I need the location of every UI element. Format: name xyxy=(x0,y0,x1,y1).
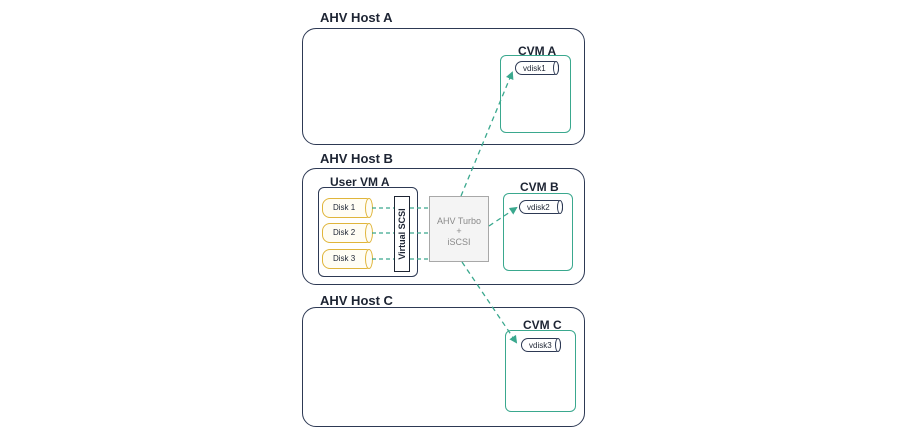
ahv-turbo-line2: + xyxy=(456,226,462,236)
vdisk3: vdisk3 xyxy=(521,338,561,352)
cvm-a-title: CVM A xyxy=(518,44,557,58)
disk-3-label: Disk 3 xyxy=(333,254,356,263)
virtual-scsi-controller: Virtual SCSI xyxy=(394,196,410,272)
cvm-b-box xyxy=(503,193,573,271)
cvm-c-box xyxy=(505,330,576,412)
cvm-a-box xyxy=(500,55,571,133)
host-b-title: AHV Host B xyxy=(320,151,393,166)
cvm-c-title: CVM C xyxy=(523,318,562,332)
vdisk1: vdisk1 xyxy=(515,61,559,75)
disk-2-label: Disk 2 xyxy=(333,228,356,237)
disk-3: Disk 3 xyxy=(322,248,373,269)
ahv-turbo-line1: AHV Turbo xyxy=(436,216,482,226)
ahv-turbo-box: AHV Turbo + iSCSI xyxy=(429,196,489,262)
disk-1: Disk 1 xyxy=(322,197,373,218)
turbo-to-vdisk3-arrow xyxy=(461,261,518,344)
turbo-to-vdisk1-arrow xyxy=(460,71,514,197)
vdisk1-label: vdisk1 xyxy=(523,64,546,73)
disk-2: Disk 2 xyxy=(322,222,373,243)
host-c-box xyxy=(302,307,585,427)
vdisk2: vdisk2 xyxy=(519,200,563,214)
turbo-to-vdisk2-arrow xyxy=(488,206,518,227)
disk-1-label: Disk 1 xyxy=(333,203,356,212)
host-a-title: AHV Host A xyxy=(320,10,393,25)
ahv-turbo-line3: iSCSI xyxy=(447,237,471,247)
host-c-title: AHV Host C xyxy=(320,293,393,308)
vdisk2-label: vdisk2 xyxy=(527,203,550,212)
user-vm-box xyxy=(318,187,418,277)
host-a-box xyxy=(302,28,585,145)
vdisk3-label: vdisk3 xyxy=(529,341,552,350)
user-vm-title: User VM A xyxy=(330,175,390,189)
host-b-box xyxy=(302,168,585,285)
cvm-b-title: CVM B xyxy=(520,180,559,194)
